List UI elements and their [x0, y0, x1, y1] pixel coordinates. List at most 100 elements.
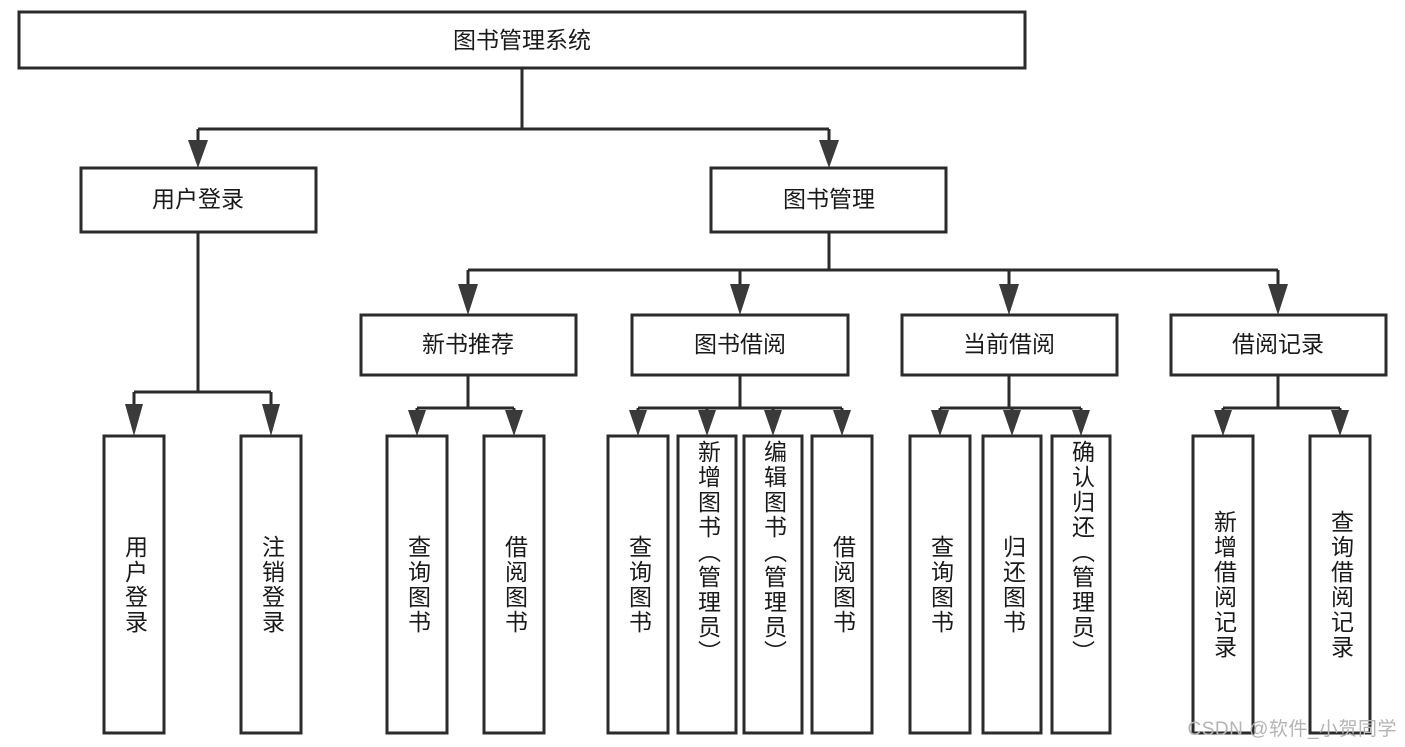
arrow-records-leaf1	[1214, 410, 1232, 436]
leaf-query-book-bb[interactable]	[606, 434, 670, 735]
connector-group-book-manage	[458, 232, 1288, 315]
arrow-book-to-records	[1268, 284, 1288, 315]
leaf-query-book-nb-label: 查询图书	[404, 534, 431, 635]
leaf-logout-login-label: 注销登录	[258, 534, 285, 635]
leaf-add-book-admin-label: 新增图书（管理员）	[694, 440, 721, 665]
leaf-query-book-cb-label-wrap: 查询图书	[927, 534, 954, 635]
node-new-book-recommend-label: 新书推荐	[422, 331, 514, 357]
node-current-borrow-label: 当前借阅	[963, 331, 1055, 357]
leaf-edit-book-admin-label: 编辑图书（管理员）	[760, 440, 787, 665]
node-book-manage[interactable]: 图书管理	[709, 166, 948, 234]
leaf-borrow-book-nb-label: 借阅图书	[501, 534, 528, 635]
arrow-root-to-book	[819, 140, 839, 168]
arrow-borrow-leaf2	[698, 410, 716, 436]
leaf-borrow-book-bb[interactable]	[810, 434, 874, 735]
leaf-add-book-admin[interactable]	[676, 434, 738, 735]
leaf-query-book-nb[interactable]	[385, 434, 449, 735]
leaf-query-book-cb-box[interactable]	[908, 434, 972, 735]
leaf-logout-login-label-wrap: 注销登录	[258, 534, 285, 635]
node-borrow-records-label: 借阅记录	[1232, 331, 1324, 357]
node-book-borrow-label: 图书借阅	[694, 331, 786, 357]
connector-group-current-borrow	[931, 375, 1090, 436]
arrow-current-leaf2	[1003, 410, 1021, 436]
leaf-query-borrow-record-label-wrap: 查询借阅记录	[1327, 509, 1354, 660]
connector-group-borrow-records	[1214, 375, 1349, 436]
arrow-book-to-current	[999, 284, 1019, 315]
node-borrow-records[interactable]: 借阅记录	[1169, 313, 1388, 377]
arrow-current-leaf1	[931, 410, 949, 436]
leaf-logout-login-box[interactable]	[239, 434, 303, 735]
arrow-book-to-borrow	[730, 284, 750, 315]
arrow-newbook-leaf1	[408, 410, 426, 436]
leaf-edit-book-admin-label-wrap: 编辑图书（管理员）	[760, 440, 787, 665]
connector-group-root	[188, 68, 839, 168]
arrow-current-leaf3	[1072, 410, 1090, 436]
leaf-user-login-label-wrap: 用户登录	[121, 534, 148, 635]
node-user-login[interactable]: 用户登录	[79, 166, 318, 234]
leaf-borrow-book-nb-box[interactable]	[482, 434, 546, 735]
connector-group-user-login	[125, 232, 280, 436]
leaf-query-book-cb[interactable]	[908, 434, 972, 735]
node-book-manage-box[interactable]	[709, 166, 948, 234]
leaf-user-login[interactable]	[102, 434, 166, 735]
leaf-add-borrow-record-label: 新增借阅记录	[1210, 509, 1237, 660]
node-book-borrow-box[interactable]	[630, 313, 850, 377]
node-new-book-recommend[interactable]: 新书推荐	[359, 313, 578, 377]
leaf-add-borrow-record-box[interactable]	[1191, 434, 1255, 735]
leaf-borrow-book-bb-box[interactable]	[810, 434, 874, 735]
leaf-edit-book-admin[interactable]	[742, 434, 804, 735]
node-book-borrow[interactable]: 图书借阅	[630, 313, 850, 377]
arrow-book-to-newbook	[458, 284, 478, 315]
arrow-borrow-leaf4	[833, 410, 851, 436]
leaf-edit-book-admin-box[interactable]	[742, 434, 804, 735]
leaf-borrow-book-bb-label: 借阅图书	[829, 534, 856, 635]
leaf-borrow-book-nb-label-wrap: 借阅图书	[501, 534, 528, 635]
node-root-label: 图书管理系统	[453, 27, 591, 53]
leaf-add-borrow-record[interactable]	[1191, 434, 1255, 735]
node-current-borrow[interactable]: 当前借阅	[900, 313, 1119, 377]
node-borrow-records-box[interactable]	[1169, 313, 1388, 377]
leaf-return-book-label: 归还图书	[999, 534, 1026, 635]
leaf-return-book-box[interactable]	[981, 434, 1043, 735]
leaf-confirm-return-admin-label-wrap: 确认归还（管理员）	[1068, 440, 1095, 665]
leaf-query-borrow-record-box[interactable]	[1308, 434, 1372, 735]
leaf-add-book-admin-label-wrap: 新增图书（管理员）	[694, 440, 721, 665]
leaf-return-book[interactable]	[981, 434, 1043, 735]
arrow-records-leaf2	[1331, 410, 1349, 436]
arrow-borrow-leaf1	[629, 410, 647, 436]
leaf-borrow-book-bb-label-wrap: 借阅图书	[829, 534, 856, 635]
arrow-root-to-user	[188, 140, 208, 168]
arrow-user-leaf2	[262, 404, 280, 436]
leaf-query-book-cb-label: 查询图书	[927, 534, 954, 635]
leaf-confirm-return-admin-label: 确认归还（管理员）	[1068, 440, 1095, 665]
leaf-query-borrow-record[interactable]	[1308, 434, 1372, 735]
leaf-user-login-box[interactable]	[102, 434, 166, 735]
leaf-query-book-bb-label: 查询图书	[625, 534, 652, 635]
leaf-add-book-admin-box[interactable]	[676, 434, 738, 735]
csdn-watermark: CSDN @软件_小贺同学	[1187, 719, 1397, 740]
arrow-newbook-leaf2	[505, 410, 523, 436]
leaf-return-book-label-wrap: 归还图书	[999, 534, 1026, 635]
node-root-box[interactable]	[17, 10, 1027, 70]
leaf-add-borrow-record-label-wrap: 新增借阅记录	[1210, 509, 1237, 660]
node-root-system[interactable]: 图书管理系统	[17, 10, 1027, 70]
leaf-query-book-bb-label-wrap: 查询图书	[625, 534, 652, 635]
leaf-query-book-bb-box[interactable]	[606, 434, 670, 735]
leaf-query-book-nb-label-wrap: 查询图书	[404, 534, 431, 635]
node-current-borrow-box[interactable]	[900, 313, 1119, 377]
leaf-confirm-return-admin-box[interactable]	[1050, 434, 1112, 735]
connector-group-book-borrow	[629, 375, 851, 436]
leaf-logout-login[interactable]	[239, 434, 303, 735]
leaf-confirm-return-admin[interactable]	[1050, 434, 1112, 735]
connector-group-new-book	[408, 375, 523, 436]
node-book-manage-label: 图书管理	[783, 186, 875, 212]
leaf-query-book-nb-box[interactable]	[385, 434, 449, 735]
leaf-user-login-label: 用户登录	[121, 534, 148, 635]
leaf-borrow-book-nb[interactable]	[482, 434, 546, 735]
node-new-book-recommend-box[interactable]	[359, 313, 578, 377]
node-user-login-box[interactable]	[79, 166, 318, 234]
node-user-login-label: 用户登录	[152, 186, 244, 212]
arrow-user-leaf1	[125, 404, 143, 436]
leaf-query-borrow-record-label: 查询借阅记录	[1327, 509, 1354, 660]
